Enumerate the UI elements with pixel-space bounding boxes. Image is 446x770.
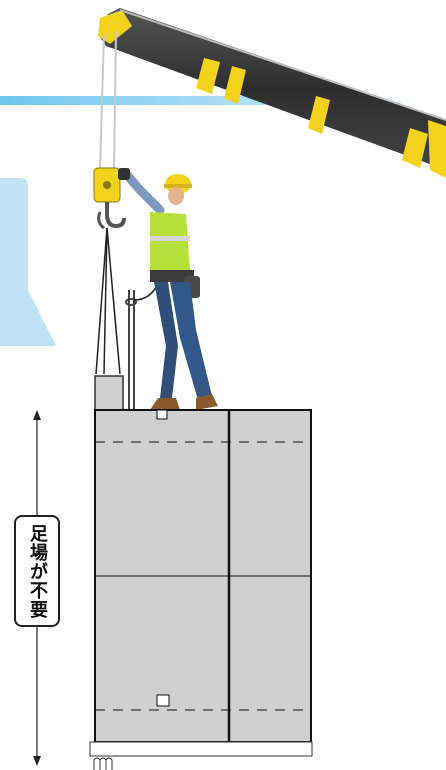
crane-boom: [98, 8, 446, 178]
safety-harness-line: [134, 284, 158, 300]
building-module: [95, 410, 311, 742]
guard-post: [126, 290, 136, 410]
foundation: [90, 742, 312, 770]
scaffold-not-needed-label: 足場が不要: [14, 515, 60, 627]
lifting-block: [95, 376, 123, 410]
scaffold-label-text: 足場が不要: [24, 524, 50, 619]
sling-lines: [96, 228, 120, 374]
callout-bubble: [0, 178, 56, 346]
